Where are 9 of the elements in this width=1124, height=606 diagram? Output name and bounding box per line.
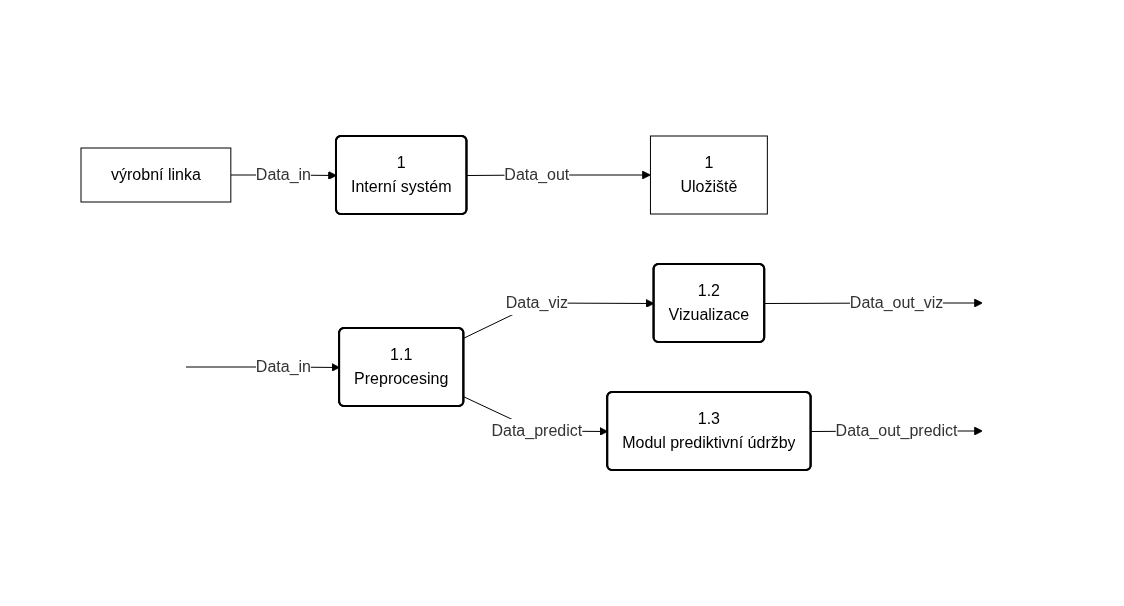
edge-label: Data_in: [256, 166, 312, 183]
node-box: 1 Uložiště: [650, 135, 769, 215]
edge-label: Data_out: [504, 166, 570, 183]
edge-label: Data_viz: [505, 294, 569, 311]
node-box: výrobní linka: [80, 147, 232, 203]
edge-label: Data_out_viz: [850, 294, 944, 311]
edge-label: Data_predict: [491, 422, 583, 439]
edge-label: Data_out_predict: [835, 422, 958, 439]
edge-label: Data_in: [256, 358, 312, 375]
